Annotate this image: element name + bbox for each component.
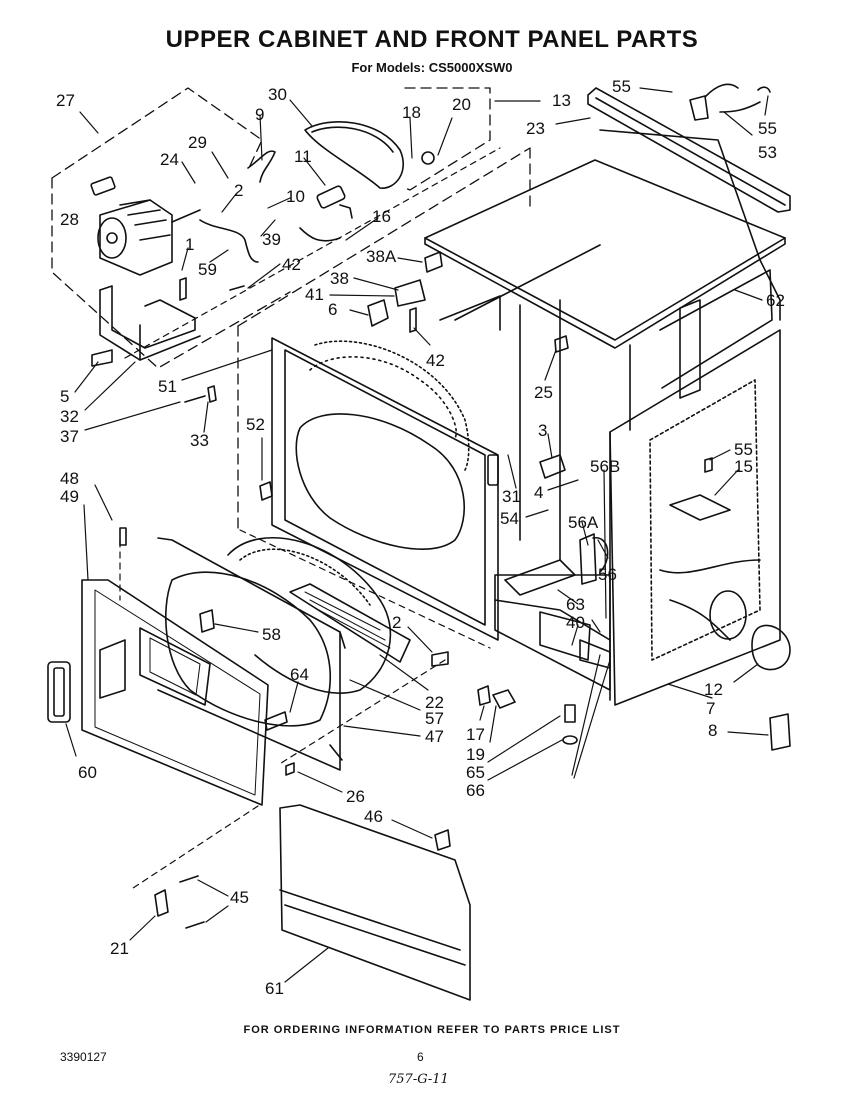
page-number: 6 (417, 1050, 424, 1064)
callout-label: 38A (366, 247, 397, 266)
callout-label: 23 (526, 119, 545, 138)
callout-label: 60 (78, 763, 97, 782)
callout-label: 40 (566, 613, 585, 632)
callout-label: 56 (598, 565, 617, 584)
callout-label: 19 (466, 745, 485, 764)
harness-wire (199, 219, 259, 263)
callout-label: 62 (766, 291, 785, 310)
callout-label: 13 (552, 91, 571, 110)
callout-label: 32 (60, 407, 79, 426)
callout-label: 6 (328, 300, 337, 319)
callout-label: 42 (426, 351, 445, 370)
door-seal (314, 340, 470, 471)
callout-label: 65 (466, 763, 485, 782)
callout-label: 55 (758, 119, 777, 138)
callout-label: 39 (262, 230, 281, 249)
switch-wire (299, 227, 341, 242)
callout-numbers: 27 30 9 18 20 13 55 29 24 11 23 55 53 28… (56, 77, 785, 998)
callout-label: 57 (425, 709, 444, 728)
callout-label: 55 (612, 77, 631, 96)
callout-label: 59 (198, 260, 217, 279)
cabinet-base (494, 559, 611, 691)
document-number: 3390127 (60, 1050, 107, 1064)
motor-assembly (90, 176, 201, 276)
callout-label: 52 (246, 415, 265, 434)
callout-label: 2 (234, 181, 243, 200)
callout-label: 12 (704, 680, 723, 699)
callout-label: 3 (538, 421, 547, 440)
front-panel (271, 337, 499, 641)
page-title: UPPER CABINET AND FRONT PANEL PARTS (165, 26, 699, 53)
callout-label: 27 (56, 91, 75, 110)
door-liner (157, 537, 346, 771)
toe-panel (279, 804, 471, 1001)
callout-label: 9 (255, 105, 264, 124)
callout-label: 38 (330, 269, 349, 288)
callout-label: 47 (425, 727, 444, 746)
callout-label: 5 (60, 387, 69, 406)
callout-label: 10 (286, 187, 305, 206)
idler-pulley (316, 185, 346, 209)
callout-label: 21 (110, 939, 129, 958)
callout-label: 30 (268, 85, 287, 104)
callout-label: 49 (60, 487, 79, 506)
callout-label: 45 (230, 888, 249, 907)
callout-label: 58 (262, 625, 281, 644)
callout-label: 28 (60, 210, 79, 229)
callout-label: 1 (185, 235, 194, 254)
callout-label: 2 (392, 613, 401, 632)
callout-label: 31 (502, 487, 521, 506)
callout-label: 24 (160, 150, 179, 169)
callout-label: 8 (708, 721, 717, 740)
callout-label: 63 (566, 595, 585, 614)
motor-group-outline (51, 87, 531, 529)
callout-label: 7 (706, 699, 715, 718)
callout-label: 33 (190, 431, 209, 450)
callout-label: 17 (466, 725, 485, 744)
drum-belt (304, 121, 405, 189)
callout-label: 66 (466, 781, 485, 800)
callout-label: 61 (265, 979, 284, 998)
console-bracket (587, 83, 791, 213)
ordering-note: FOR ORDERING INFORMATION REFER TO PARTS … (243, 1024, 621, 1036)
callout-label: 4 (534, 483, 543, 502)
callout-label: 54 (500, 509, 519, 528)
callout-label: 29 (188, 133, 207, 152)
callout-label: 26 (346, 787, 365, 806)
callout-label: 20 (452, 95, 471, 114)
leader-lines (65, 87, 769, 983)
callout-label: 25 (534, 383, 553, 402)
callout-label: 64 (290, 665, 309, 684)
motor-bracket (91, 285, 201, 367)
door-panel (81, 579, 269, 806)
callout-label: 15 (734, 457, 753, 476)
callout-label: 51 (158, 377, 177, 396)
callout-label: 56B (590, 457, 620, 476)
callout-label: 42 (282, 255, 301, 274)
callout-label: 18 (402, 103, 421, 122)
callout-label: 53 (758, 143, 777, 162)
model-subtitle: For Models: CS5000XSW0 (351, 60, 513, 75)
callout-label: 56A (568, 513, 599, 532)
door-gasket (227, 536, 392, 694)
callout-label: 55 (734, 440, 753, 459)
door-handle (47, 661, 71, 723)
idler-bracket (247, 150, 276, 183)
lint-screen (289, 583, 411, 663)
handwritten-note: 757-G-11 (388, 1072, 449, 1087)
callout-label: 22 (425, 693, 444, 712)
callout-label: 46 (364, 807, 383, 826)
callout-label: 37 (60, 427, 79, 446)
callout-label: 41 (305, 285, 324, 304)
callout-label: 11 (294, 147, 312, 166)
hardware (119, 86, 791, 929)
cabinet-top (424, 159, 786, 349)
callout-label: 48 (60, 469, 79, 488)
callout-label: 16 (372, 207, 391, 226)
